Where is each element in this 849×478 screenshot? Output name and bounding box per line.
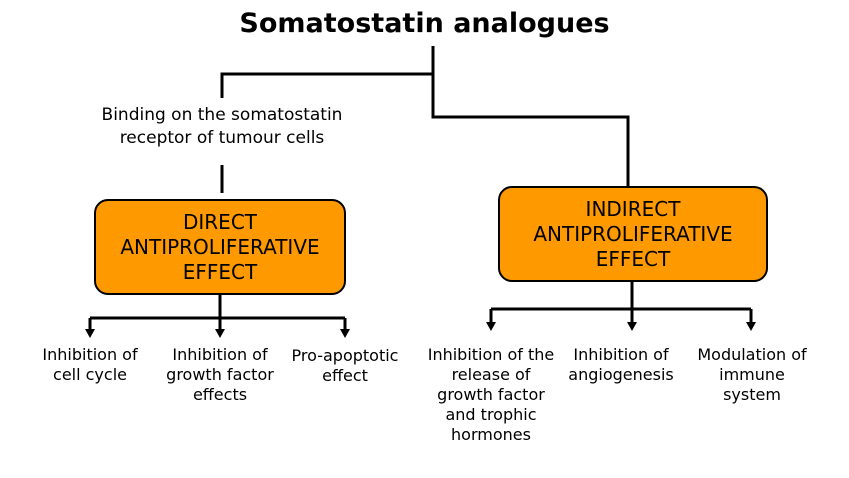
effect-label-immune-system: Modulation of immune system [697,345,807,404]
arrow-head-6 [746,322,756,331]
direct-effect-box: DIRECT ANTIPROLIFERATIVE EFFECT [94,199,346,295]
left-branch-line [220,72,433,98]
diagram-title: Somatostatin analogues [239,8,610,39]
right-branch-line [431,74,630,187]
binding-note: Binding on the somatostatin receptor of … [101,105,343,148]
arrow-head-5 [627,322,637,331]
indirect-effect-box: INDIRECT ANTIPROLIFERATIVE EFFECT [498,186,768,282]
effect-label-release-inhibition: Inhibition of the release of growth fact… [427,345,555,444]
arrow-head-2 [215,329,225,338]
effect-label-pro-apoptotic: Pro-apoptotic effect [291,346,399,385]
effect-label-growth-factor: Inhibition of growth factor effects [166,345,274,404]
arrow-head-1 [85,329,95,338]
arrow-head-4 [486,322,496,331]
effect-label-angiogenesis: Inhibition of angiogenesis [568,345,674,384]
arrow-head-3 [340,329,350,338]
effect-label-cell-cycle: Inhibition of cell cycle [42,345,138,384]
